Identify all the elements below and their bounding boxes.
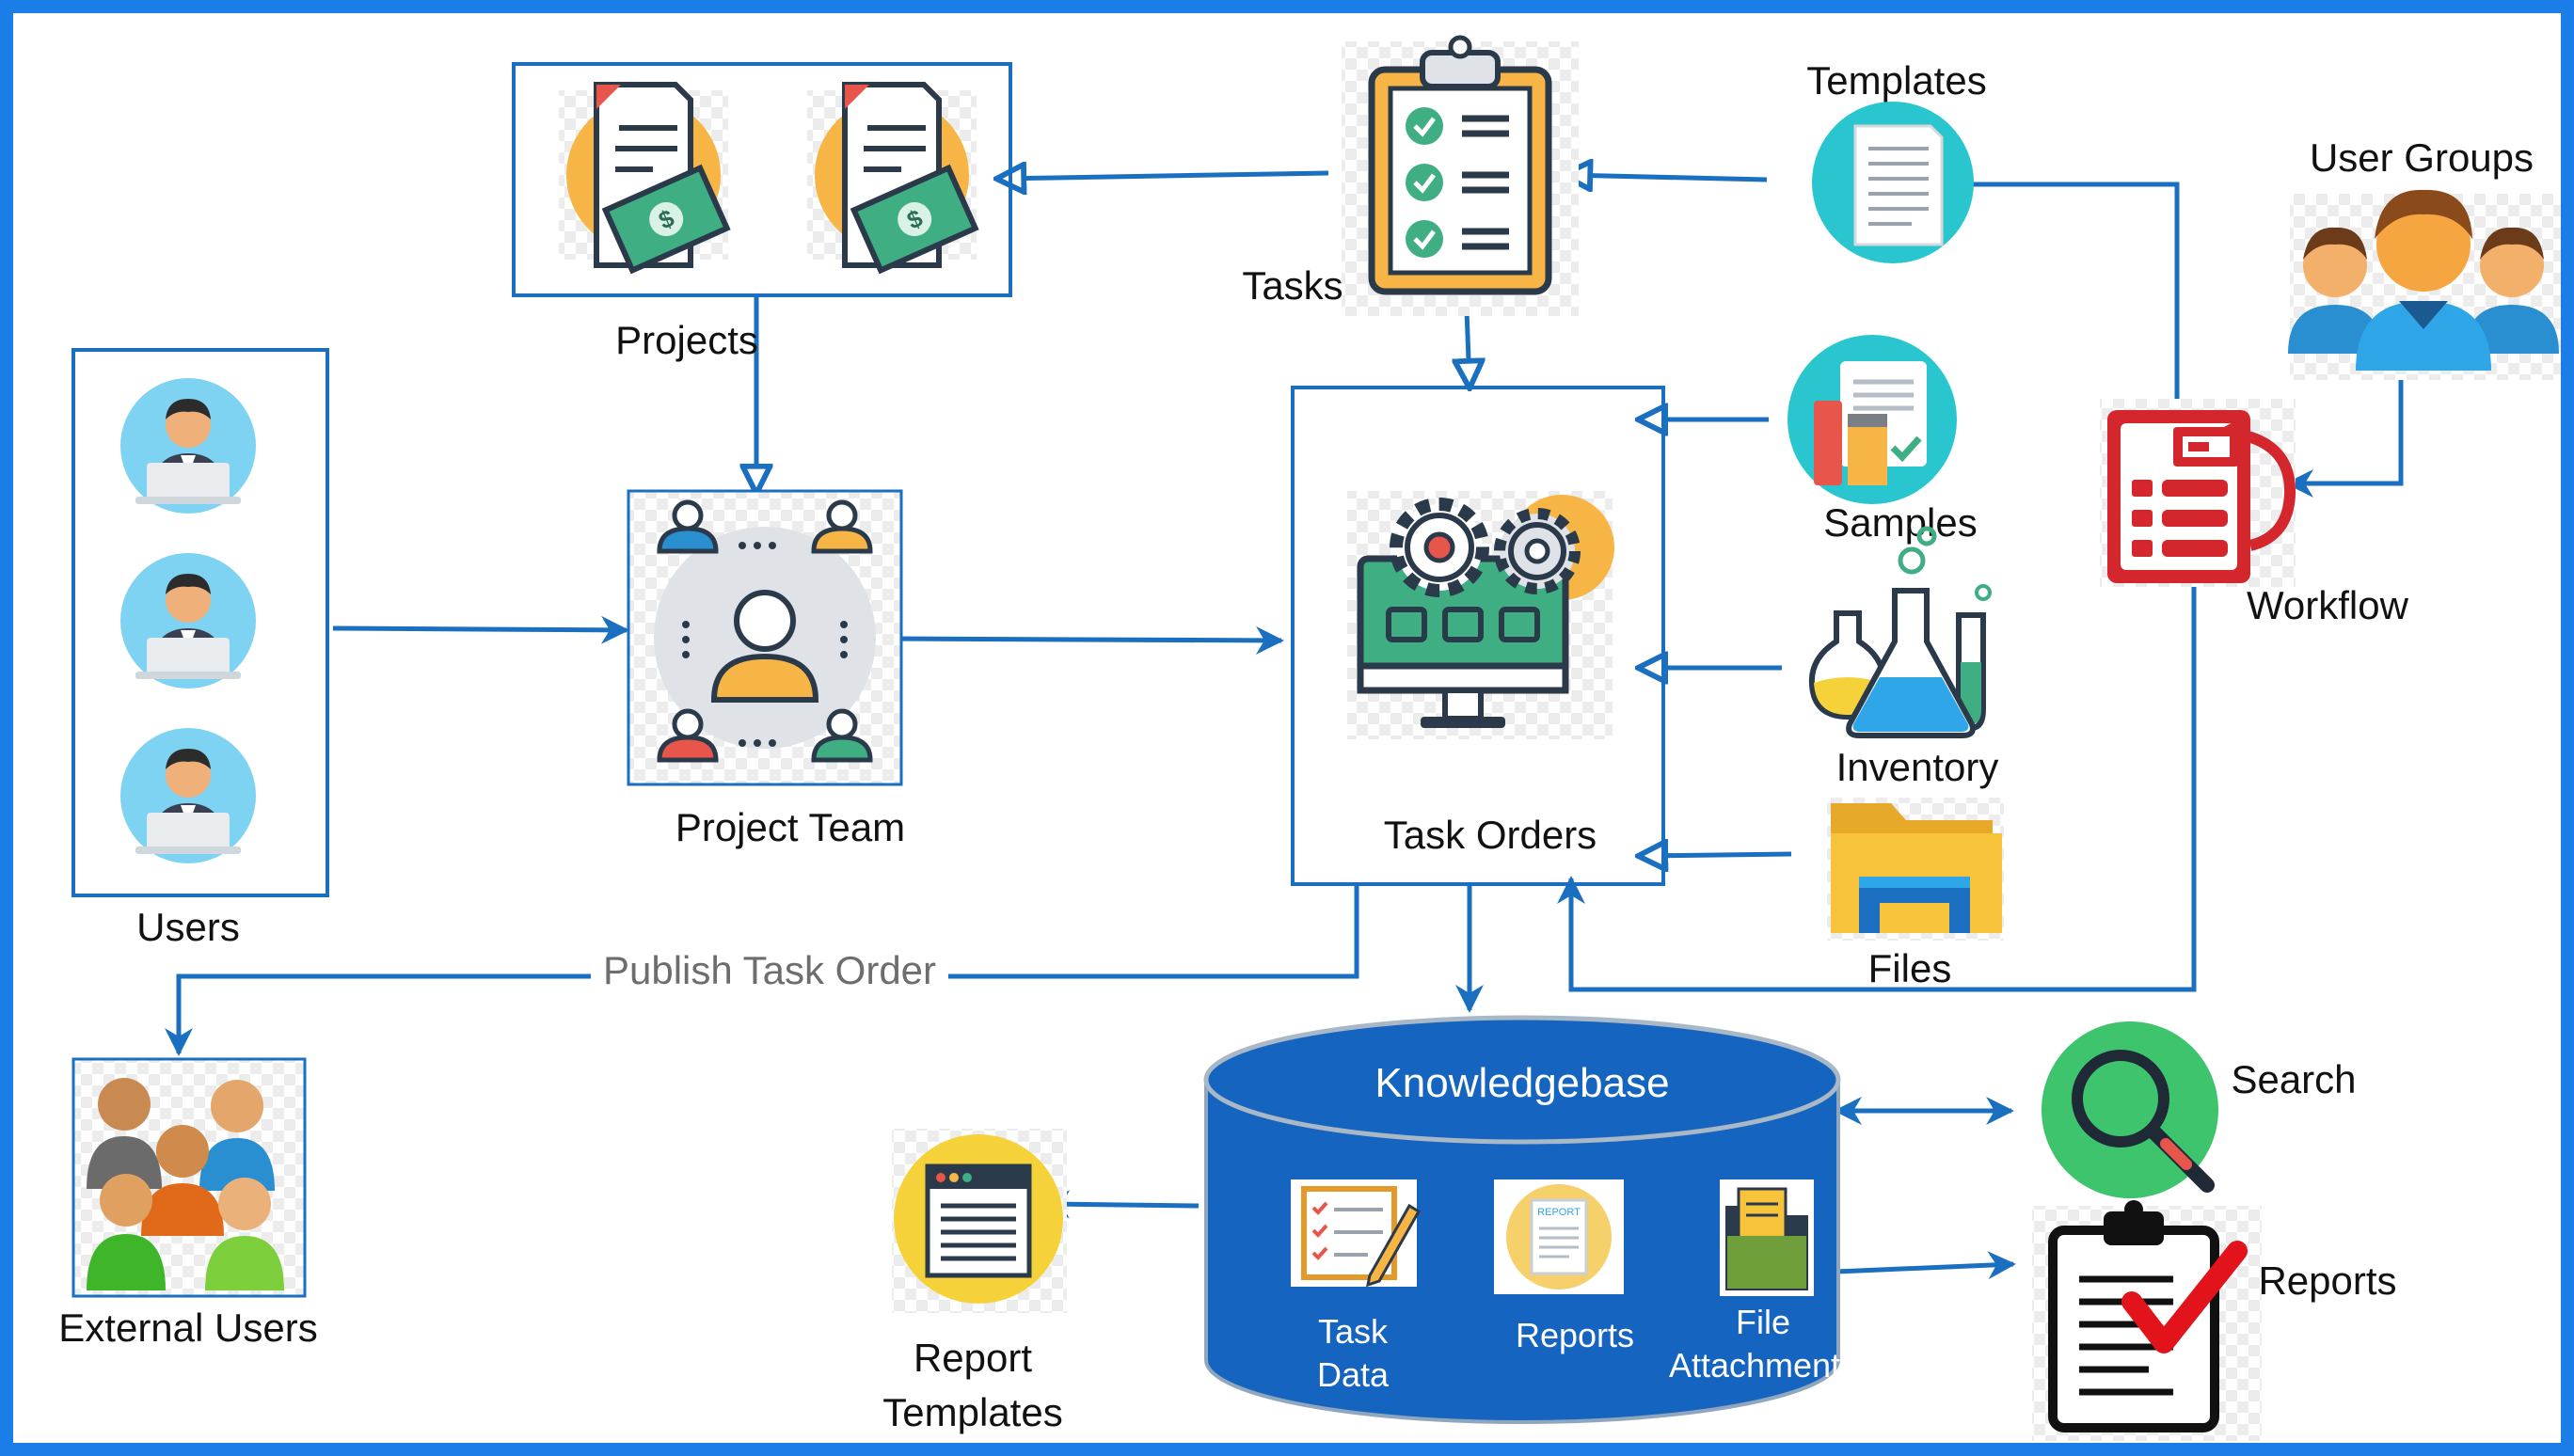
user-laptop-icon: [120, 378, 256, 514]
node-tasks[interactable]: Tasks: [1242, 35, 1579, 316]
folder-icon: [1831, 803, 2002, 933]
label-projects: Projects: [615, 318, 758, 362]
node-files[interactable]: Files: [1827, 798, 2004, 990]
report-doc-icon: REPORT: [1494, 1179, 1624, 1294]
team-network-icon: [654, 499, 876, 763]
edge-knowledgebase-to-report-templates: [1041, 1190, 1200, 1219]
node-users[interactable]: Users: [72, 348, 329, 949]
label-kb-attachments: Attachments: [1669, 1346, 1857, 1385]
label-inventory: Inventory: [1836, 745, 1999, 789]
label-user-groups: User Groups: [2310, 135, 2534, 180]
node-samples[interactable]: Samples: [1788, 335, 1978, 545]
workflow-diagram: Publish Task Order: [58, 35, 2561, 1441]
clipboard-check-icon: [2048, 1200, 2248, 1432]
label-files: Files: [1868, 946, 1952, 990]
edge-tasks-to-projects: [999, 173, 1329, 179]
file-attachments-icon: [1720, 1179, 1814, 1296]
projects-box: [512, 62, 1012, 297]
samples-report-icon: [1788, 335, 1957, 504]
computer-gears-icon: [1357, 495, 1614, 728]
node-task-orders[interactable]: Task Orders: [1291, 386, 1665, 886]
node-workflow[interactable]: Workflow: [2100, 399, 2409, 627]
label-samples: Samples: [1823, 500, 1977, 545]
node-report-templates[interactable]: Report Templates: [882, 1129, 1067, 1434]
report-doc-icon-text: REPORT: [1537, 1207, 1581, 1218]
label-report-templates: Templates: [882, 1390, 1062, 1434]
lab-flasks-icon: [1808, 526, 1992, 738]
edge-user-groups-to-workflow: [2285, 369, 2404, 498]
label-external-users: External Users: [58, 1306, 317, 1350]
task-orders-box: [1291, 386, 1665, 886]
label-kb-data: Data: [1317, 1355, 1390, 1394]
user-group-icon: [2288, 189, 2559, 371]
node-templates[interactable]: Templates: [1806, 58, 1987, 263]
node-knowledgebase[interactable]: Knowledgebase Task Data REPORT Reports: [1203, 1015, 1857, 1424]
label-search: Search: [2231, 1057, 2356, 1101]
label-kb-file: File: [1736, 1303, 1790, 1341]
edge-users-to-project-team: [332, 615, 629, 644]
report-window-icon: [894, 1134, 1063, 1304]
users-box: [72, 348, 329, 897]
edge-files-to-task-orders: [1641, 854, 1792, 856]
node-external-users[interactable]: External Users: [58, 1057, 318, 1350]
label-report: Report: [914, 1336, 1032, 1380]
node-user-groups[interactable]: User Groups: [2288, 135, 2561, 380]
node-projects[interactable]: $ $ Projects: [512, 62, 1012, 362]
edge-templates-to-tasks: [1565, 175, 1768, 180]
document-template-icon: [1812, 102, 1974, 263]
label-project-team: Project Team: [675, 805, 905, 849]
connectors: Publish Task Order: [165, 173, 2404, 1280]
project-invoice-icon: $: [559, 82, 731, 275]
node-inventory[interactable]: Inventory: [1808, 526, 1999, 789]
edge-templates-to-workflow: [1949, 182, 2180, 406]
people-group-icon: [87, 1078, 284, 1290]
database-top: [1203, 1015, 1841, 1145]
edge-label-bg: [591, 946, 948, 993]
task-data-icon: [1291, 1179, 1422, 1288]
label-tasks: Tasks: [1242, 263, 1343, 308]
search-icon: [2042, 1021, 2218, 1198]
label-workflow: Workflow: [2247, 583, 2409, 627]
label-templates: Templates: [1806, 58, 1986, 103]
clipboard-checklist-icon: [1368, 35, 1552, 295]
label-task-orders: Task Orders: [1384, 813, 1597, 857]
user-laptop-icon: [120, 553, 256, 688]
edge-label-publish-task-order: Publish Task Order: [603, 948, 936, 992]
label-kb-task: Task: [1318, 1312, 1389, 1351]
edge-knowledgebase-to-reports: [1835, 1251, 2016, 1280]
label-kb-reports: Reports: [1516, 1316, 1634, 1354]
node-project-team[interactable]: Project Team: [627, 489, 905, 849]
workflow-form-icon: [2107, 410, 2296, 583]
node-reports[interactable]: Reports: [2032, 1200, 2397, 1441]
label-knowledgebase: Knowledgebase: [1374, 1060, 1669, 1106]
project-invoice-icon: $: [807, 82, 979, 275]
user-laptop-icon: [120, 728, 256, 863]
diagram-canvas: Publish Task Order: [13, 13, 2561, 1443]
edge-project-team-to-task-orders: [889, 625, 1284, 655]
node-search[interactable]: Search: [2042, 1021, 2357, 1198]
label-users: Users: [136, 905, 240, 949]
label-reports: Reports: [2258, 1258, 2396, 1303]
edge-workflow-to-task-orders: [1557, 557, 2197, 992]
